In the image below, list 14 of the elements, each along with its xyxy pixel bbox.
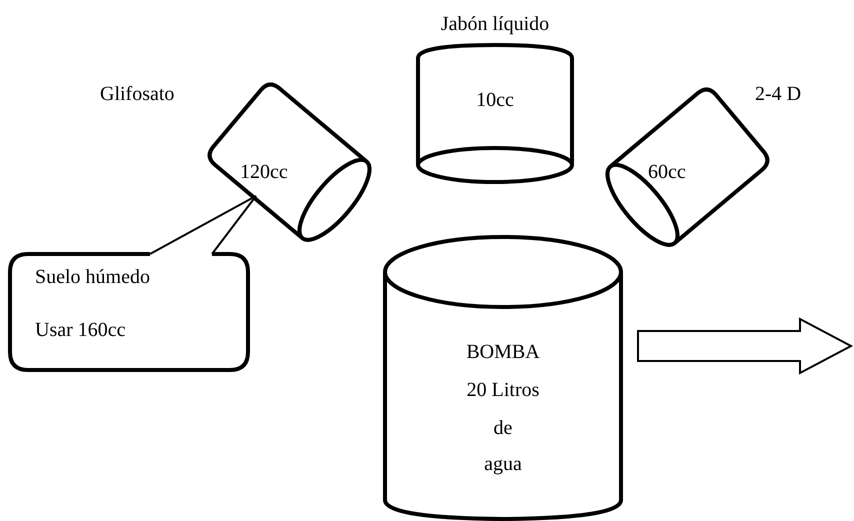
label-text: agua bbox=[484, 452, 522, 476]
label-text: 10cc bbox=[476, 88, 514, 112]
label-text: de bbox=[494, 416, 512, 440]
block-arrow bbox=[637, 317, 854, 375]
label-text: Suelo húmedo bbox=[35, 265, 150, 289]
label-text: 2-4 D bbox=[755, 82, 802, 106]
label-text: 60cc bbox=[648, 160, 686, 184]
label-text: 20 Litros bbox=[466, 378, 540, 402]
callout-tail bbox=[150, 195, 257, 255]
label-text: 120cc bbox=[240, 160, 288, 184]
label-text: Glifosato bbox=[100, 82, 174, 106]
label-text: Usar 160cc bbox=[35, 318, 126, 342]
label-text: BOMBA bbox=[466, 340, 540, 364]
label-text: Jabón líquido bbox=[440, 12, 550, 36]
